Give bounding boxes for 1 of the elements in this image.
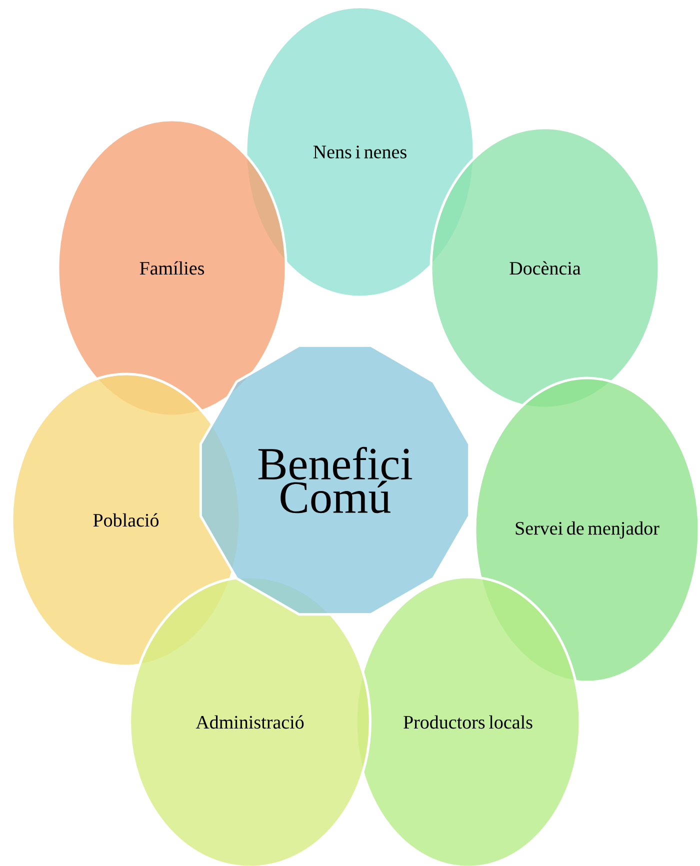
dodecagon: Benefici Comú (199, 344, 471, 616)
